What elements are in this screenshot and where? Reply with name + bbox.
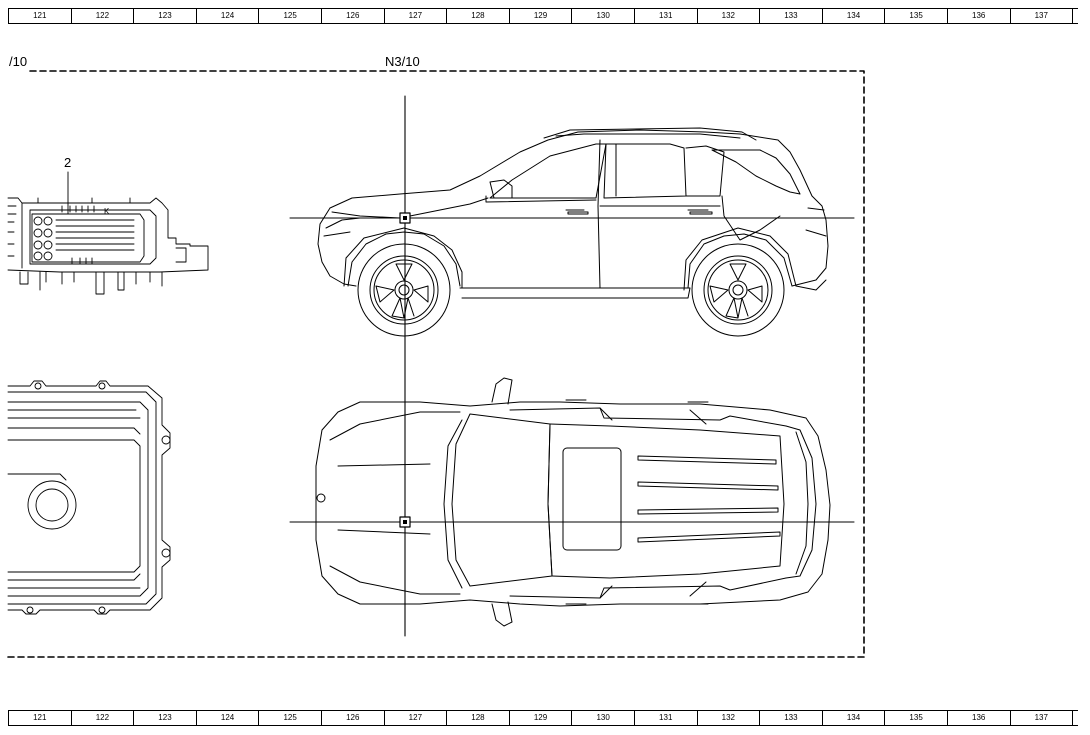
callout-number: 2 xyxy=(64,155,72,170)
ruler-cell: 131 xyxy=(635,711,698,725)
ruler-cell: 128 xyxy=(447,711,510,725)
ruler-cell: 123 xyxy=(134,9,197,23)
ruler-cell: 131 xyxy=(635,9,698,23)
ruler-cell: 130 xyxy=(572,9,635,23)
ruler-cell: 121 xyxy=(9,711,72,725)
zone-label-left: /10 xyxy=(9,54,28,69)
ruler-cell: 127 xyxy=(385,711,448,725)
locator-crosshair xyxy=(289,95,855,637)
ruler-cell: 125 xyxy=(259,9,322,23)
connector-letter: K xyxy=(104,207,110,216)
control-unit-top-view xyxy=(7,380,171,615)
ruler-cell: 132 xyxy=(698,711,761,725)
ruler-cell: 129 xyxy=(510,9,573,23)
ruler-cell: 124 xyxy=(197,711,260,725)
zone-label-main: N3/10 xyxy=(385,54,420,69)
ruler-cell: 136 xyxy=(948,9,1011,23)
ruler-cell: 134 xyxy=(823,9,886,23)
ruler-cell: 133 xyxy=(760,9,823,23)
ruler-cell: 123 xyxy=(134,711,197,725)
ruler-cell: 126 xyxy=(322,711,385,725)
ruler-cell: 122 xyxy=(72,711,135,725)
ruler-cell: 133 xyxy=(760,711,823,725)
ruler-cell: 130 xyxy=(572,711,635,725)
location-marker-top xyxy=(399,516,411,528)
rear-wheel-icon xyxy=(691,243,785,337)
ruler-cell: 128 xyxy=(447,9,510,23)
ruler-cell: 124 xyxy=(197,9,260,23)
front-wheel-icon xyxy=(357,243,451,337)
ruler-cell: 137 xyxy=(1011,711,1074,725)
ruler-cell: 129 xyxy=(510,711,573,725)
ruler-cell: 125 xyxy=(259,711,322,725)
location-marker-side xyxy=(399,212,411,224)
ruler-cell: 122 xyxy=(72,9,135,23)
ruler-cell: 135 xyxy=(885,9,948,23)
control-unit-side-view xyxy=(7,171,209,295)
ruler-cell: 137 xyxy=(1011,9,1074,23)
ruler-cell: 121 xyxy=(9,9,72,23)
ruler-cell: 127 xyxy=(385,9,448,23)
ruler-cell: 132 xyxy=(698,9,761,23)
ruler-cell: 136 xyxy=(948,711,1011,725)
ruler-cell: 134 xyxy=(823,711,886,725)
ruler-cell: 135 xyxy=(885,711,948,725)
ruler-cell: 126 xyxy=(322,9,385,23)
vehicle-side-view xyxy=(317,127,829,299)
vehicle-top-view xyxy=(315,377,831,627)
